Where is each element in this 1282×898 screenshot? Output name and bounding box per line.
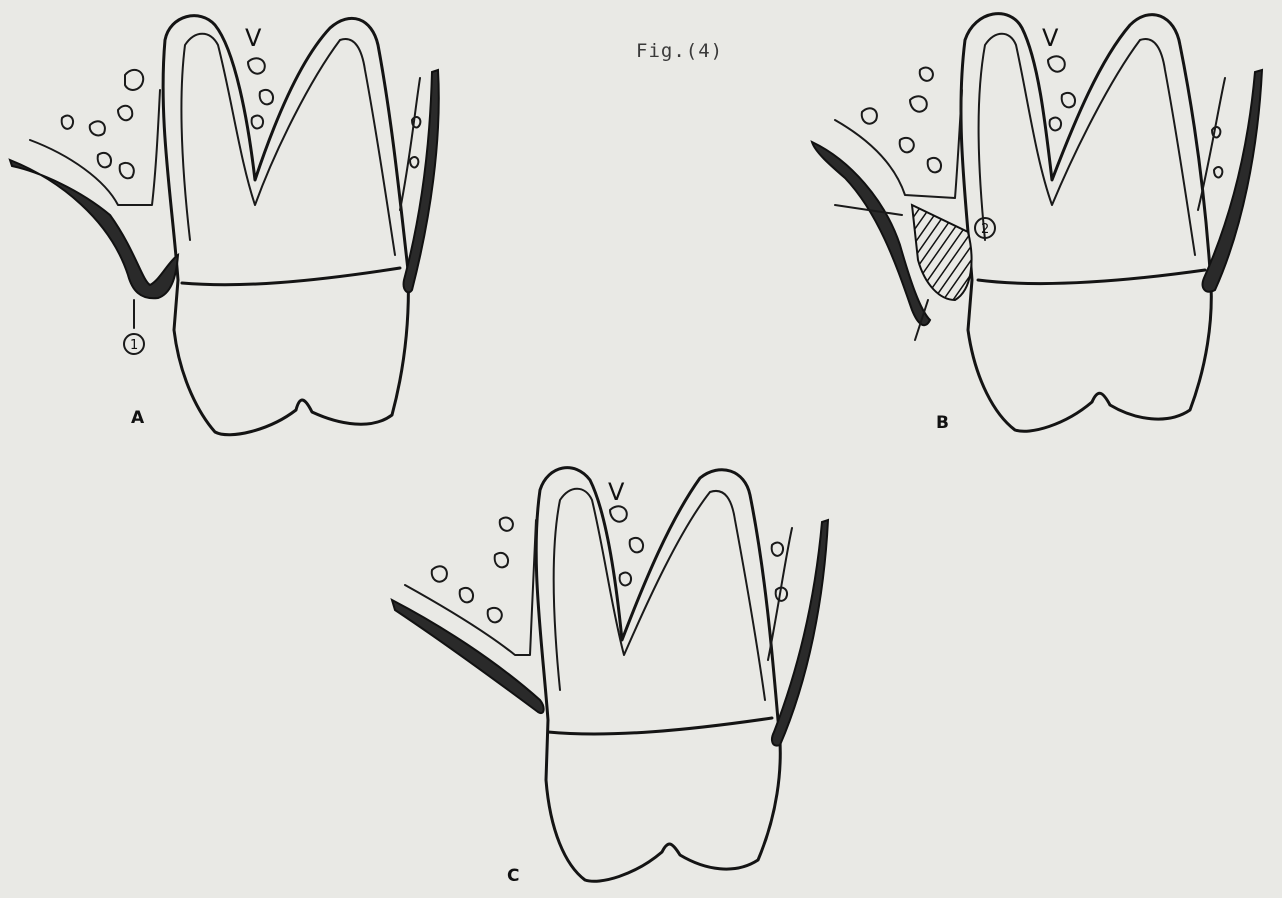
panel-c-drawing: V [392,468,828,882]
tooth-a-gum-right [404,70,439,292]
tooth-c-trabeculae [432,506,787,622]
tooth-c-outline [536,468,780,882]
tooth-a-cej [182,268,400,285]
tooth-a-lettering: V [245,24,262,52]
panel-a-drawing: V 1 [10,16,439,435]
tooth-b-bone-right [1198,78,1225,210]
figure-caption: Fig.(4) [636,40,723,62]
tooth-a-outline [163,16,408,435]
panel-b-drawing: V 2 [812,14,1262,432]
tooth-b-marker-label: 2 [981,222,989,237]
tooth-c-canal [554,489,765,700]
tooth-b-gum-right [1203,70,1262,292]
tooth-c-gum-left [392,600,544,713]
tooth-c-lettering: V [608,478,625,506]
tooth-b-pocket [912,205,972,300]
tooth-b-cej [978,270,1205,284]
tooth-b-trabeculae [862,56,1223,177]
tooth-a-gum-left [10,160,178,298]
tooth-b-gum-left [812,142,930,325]
panel-label-a: A [131,408,144,428]
tooth-a-canal [181,34,395,255]
panel-label-b: B [936,413,949,433]
tooth-a-bone-left [30,90,160,205]
tooth-b-canal [979,34,1195,255]
tooth-c-bone-left [405,520,536,655]
tooth-a-marker-label: 1 [130,338,138,353]
tooth-c-cej [548,718,772,734]
panel-label-c: C [507,866,519,886]
tooth-b-outline [961,14,1211,432]
tooth-b-lettering: V [1042,24,1059,52]
tooth-a-bone-right [400,78,420,210]
